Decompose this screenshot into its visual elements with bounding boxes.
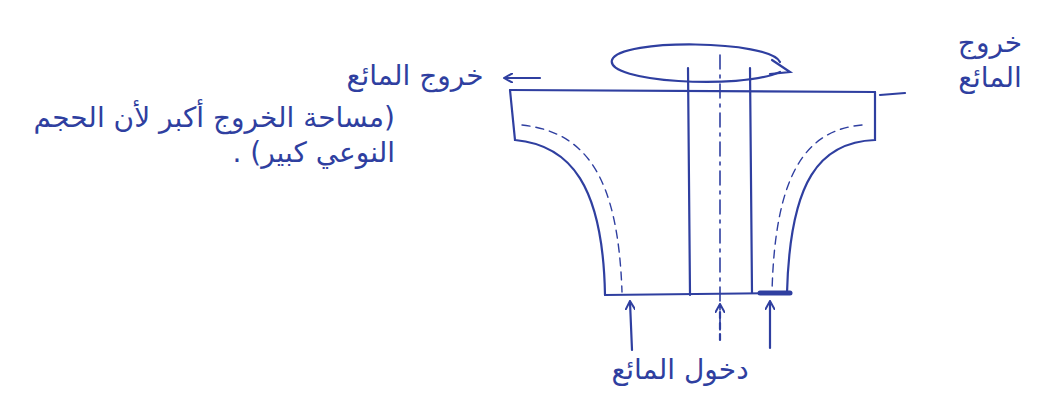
outflow-mark: [880, 93, 905, 95]
inflow-arrow: [769, 302, 771, 348]
top-edge: [510, 90, 875, 92]
note-text: (مساحة الخروج أكبر لأن الحجم النوعي كبير…: [15, 100, 395, 170]
inner-right-line: [772, 125, 862, 292]
center-line: [719, 55, 721, 330]
inflow-arrow: [719, 305, 721, 340]
right-outline: [787, 92, 875, 293]
bottom-mark: [760, 291, 790, 296]
rotation-arrow: [612, 44, 780, 81]
outflow-arrow: [505, 77, 540, 79]
inner-left-line: [522, 125, 622, 292]
flow-label: دخول المائع: [580, 352, 780, 387]
shaft-left: [688, 68, 690, 295]
inflow-arrow: [630, 302, 632, 350]
rotation-head: [770, 60, 790, 74]
flow-label: خروج المائع: [935, 25, 1045, 95]
shaft-right: [750, 68, 752, 293]
left-outline: [510, 90, 605, 295]
flow-label: خروج المائع: [330, 58, 500, 93]
